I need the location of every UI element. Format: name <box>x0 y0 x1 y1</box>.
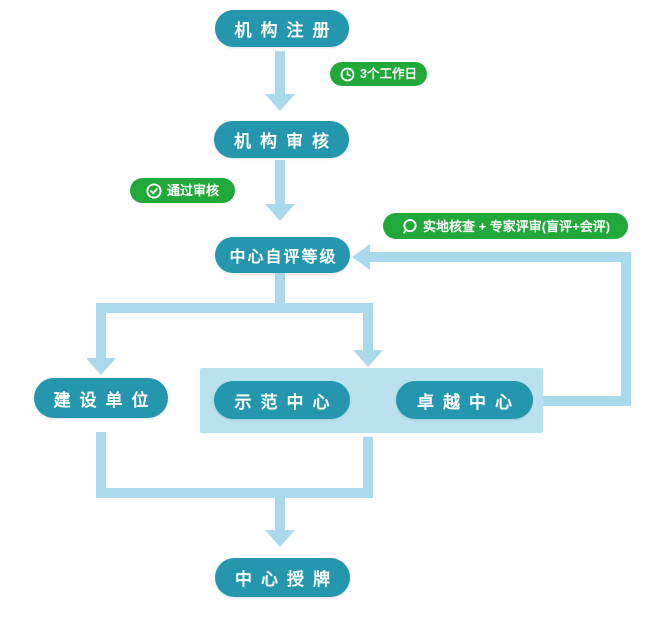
arrow-to-award <box>275 494 285 530</box>
node-registration: 机构注册 <box>215 10 349 47</box>
node-excellence-center: 卓越中心 <box>396 381 533 419</box>
search-icon <box>401 218 418 235</box>
node-review: 机构审核 <box>214 121 349 158</box>
node-self-rating-label: 中心自评等级 <box>229 249 338 266</box>
branch-stem-line <box>275 273 285 313</box>
badge-pass-review: 通过审核 <box>130 178 235 203</box>
arrowhead-down-icon <box>86 358 116 375</box>
node-award-label: 中心授牌 <box>235 570 339 589</box>
node-review-label: 机构审核 <box>234 132 338 151</box>
arrow-to-construction-unit <box>96 313 106 358</box>
check-circle-icon <box>146 182 162 199</box>
arrow-shaft <box>275 51 285 94</box>
feedback-vertical-line <box>621 252 631 406</box>
arrowhead-left-icon <box>352 244 370 270</box>
arrowhead-down-icon <box>265 204 295 221</box>
line-from-construction-unit <box>96 432 106 498</box>
badge-working-days: 3个工作日 <box>330 62 427 86</box>
arrowhead-down-icon <box>265 530 295 547</box>
arrowhead-down-icon <box>265 94 295 111</box>
arrow-to-center-group <box>363 313 373 350</box>
node-registration-label: 机构注册 <box>234 21 339 40</box>
clock-icon <box>340 67 355 82</box>
badge-pass-review-label: 通过审核 <box>166 183 219 198</box>
merge-horizontal-line <box>96 488 373 498</box>
node-demonstration-center: 示范中心 <box>214 381 350 419</box>
node-award: 中心授牌 <box>215 558 350 597</box>
line-from-center-group <box>363 437 373 498</box>
node-demonstration-center-label: 示范中心 <box>234 392 339 412</box>
node-construction-unit: 建设单位 <box>34 378 168 418</box>
branch-horizontal-line <box>96 303 373 313</box>
badge-expert-review-label: 实地核查 + 专家评审(盲评+会评) <box>422 218 611 234</box>
node-construction-unit-label: 建设单位 <box>53 390 158 410</box>
feedback-horizontal-line <box>370 252 631 262</box>
badge-expert-review: 实地核查 + 专家评审(盲评+会评) <box>383 213 628 239</box>
badge-working-days-label: 3个工作日 <box>360 66 417 81</box>
node-self-rating: 中心自评等级 <box>215 237 350 273</box>
arrowhead-down-icon <box>353 350 383 367</box>
feedback-stub-line <box>543 396 631 406</box>
node-excellence-center-label: 卓越中心 <box>417 392 521 412</box>
arrow-shaft <box>275 160 285 204</box>
